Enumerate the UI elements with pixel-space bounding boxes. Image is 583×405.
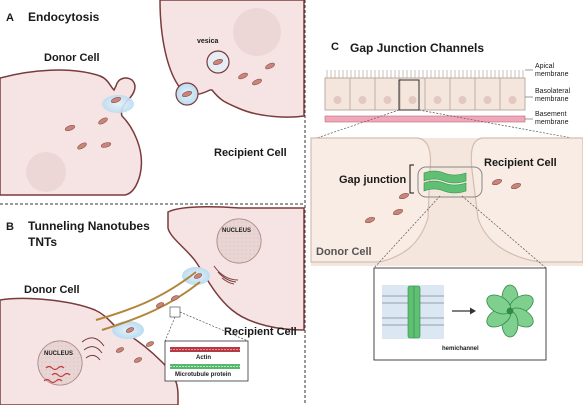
nucleus-ghost-a2 — [233, 8, 281, 56]
panel-b — [0, 206, 305, 405]
panel-a-letter: A — [6, 12, 14, 24]
donor-cell-a — [0, 69, 143, 196]
apical-label-line1: Apical — [535, 63, 555, 70]
epithelial-cell — [499, 77, 526, 111]
panel-a — [0, 0, 305, 196]
panel-a-donor-label: Donor Cell — [44, 52, 100, 64]
panel-a-vesicle-label: vesica — [197, 38, 219, 45]
epithelial-nucleus — [383, 96, 392, 104]
cargo-a — [64, 97, 122, 150]
apical-label-line2: membrane — [535, 71, 569, 78]
golgi-b-bottom — [81, 337, 105, 361]
hemichannel-topview — [486, 284, 534, 338]
panel-b-recipient-label: Recipient Cell — [224, 326, 297, 338]
epithelial-nucleus — [408, 96, 417, 104]
dna-squiggles — [43, 365, 71, 384]
panel-b-nucleus-top: NUCLEUS — [222, 228, 252, 234]
basolateral-label-line1: Basolateral — [535, 88, 571, 95]
panel-b-nucleus-bottom: NUCLEUS — [44, 351, 74, 357]
panel-a-title: Endocytosis — [28, 10, 100, 24]
basement-label-line1: Basement — [535, 111, 567, 118]
panel-c-recipient-label: Recipient Cell — [484, 157, 557, 169]
epithelial-nucleus — [333, 96, 342, 104]
vesicle-glow-a — [102, 95, 134, 113]
epithelial-nucleus — [508, 96, 517, 104]
basolateral-label-line2: membrane — [535, 96, 569, 103]
donor-cell-b — [0, 297, 179, 405]
apical-label: Apical membrane — [535, 63, 568, 79]
epithelial-nucleus — [358, 96, 367, 104]
legend-microtubule-label: Microtubule protein — [175, 372, 231, 378]
nucleus-ghost-a — [26, 152, 66, 192]
panel-b-letter: B — [6, 221, 14, 233]
hemichannel-label: hemichannel — [442, 346, 479, 352]
basement-label: Basement membrane — [535, 111, 568, 127]
gap-junction-label: Gap junction — [339, 174, 407, 186]
golgi-b-top — [213, 265, 239, 285]
panel-c — [310, 69, 583, 361]
panel-a-recipient-label: Recipient Cell — [214, 147, 287, 159]
donor-cell-c — [310, 137, 432, 263]
panel-c-title: Gap Junction Channels — [350, 41, 485, 55]
gap-junction-channels — [423, 170, 467, 194]
basement-membrane — [324, 115, 526, 123]
basement-label-line2: membrane — [535, 119, 569, 126]
recipient-cell-c — [470, 137, 583, 263]
epithelial-nucleus — [458, 96, 467, 104]
panel-b-title-line2: TNTs — [28, 235, 58, 249]
epithelial-nucleus — [433, 96, 442, 104]
epithelial-nucleus — [483, 96, 492, 104]
legend-actin-label: Actin — [196, 355, 211, 361]
panel-c-donor-label: Donor Cell — [316, 246, 372, 258]
nanotube — [95, 271, 197, 321]
epithelium-strip — [324, 69, 533, 123]
gap-zoom-box — [398, 79, 420, 111]
panel-c-letter: C — [331, 41, 339, 53]
basolateral-label: Basolateral membrane — [535, 88, 570, 104]
tnt-zoom-box — [169, 306, 181, 318]
gap-junction-outline — [417, 166, 483, 198]
recipient-cell-b — [167, 206, 305, 331]
panel-b-donor-label: Donor Cell — [24, 284, 80, 296]
panel-b-title-line1: Tunneling Nanotubes — [28, 219, 150, 233]
